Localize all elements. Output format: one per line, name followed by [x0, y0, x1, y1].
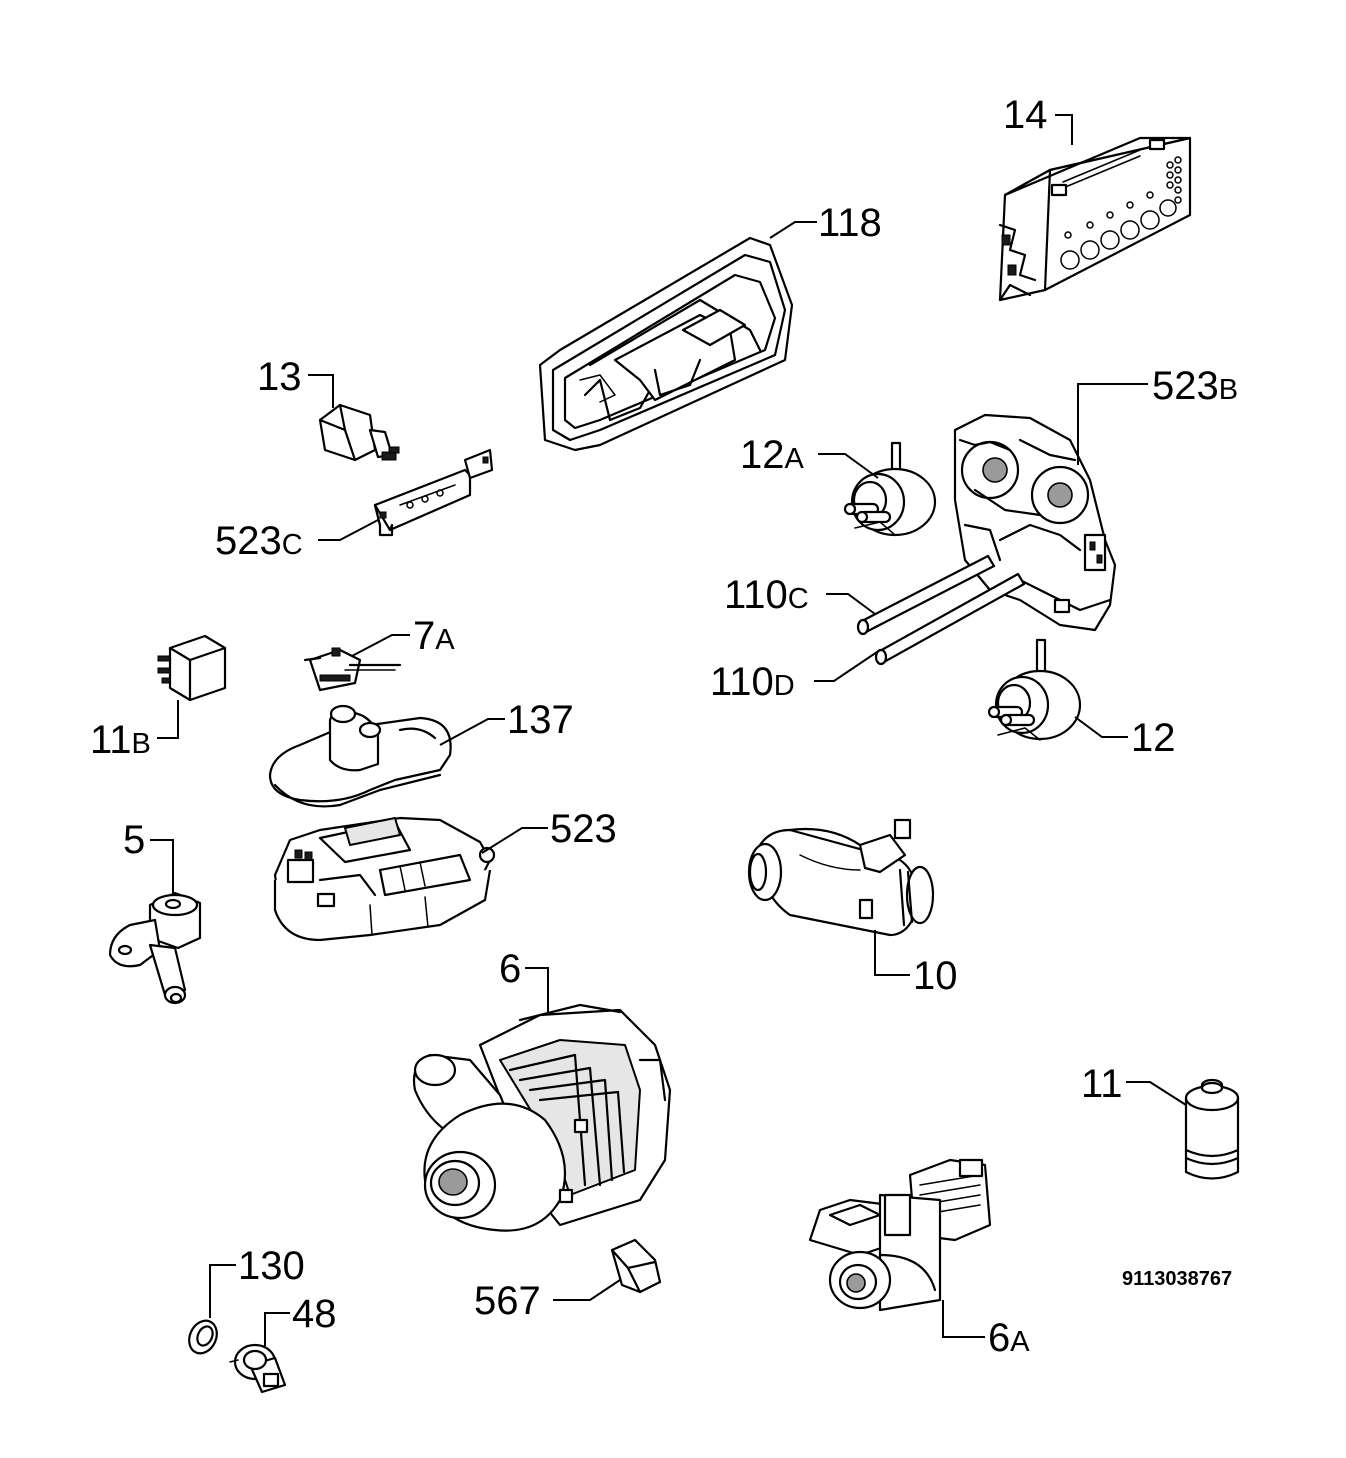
label-6: 6 — [499, 947, 522, 991]
part-110d-hose — [874, 572, 1026, 666]
label-12a: 12A — [740, 433, 804, 477]
diagram-code: 9113038767 — [1122, 1268, 1233, 1290]
leader-5 — [150, 839, 174, 893]
part-5-inlet-valve — [108, 891, 202, 1005]
leader-11b — [157, 700, 179, 739]
leader-7a — [351, 634, 410, 657]
label-110d: 110D — [710, 660, 795, 704]
part-10-heater — [747, 818, 935, 937]
label-11b: 11B — [90, 718, 151, 762]
leader-130 — [209, 1264, 236, 1318]
label-48: 48 — [292, 1292, 337, 1336]
label-13: 13 — [257, 355, 302, 399]
label-10: 10 — [913, 954, 958, 998]
label-137: 137 — [507, 698, 574, 742]
part-13-switch — [318, 403, 400, 462]
leader-523c — [318, 519, 379, 541]
leader-12 — [1074, 716, 1128, 738]
label-5: 5 — [123, 818, 146, 862]
label-567: 567 — [474, 1279, 541, 1323]
leader-567 — [553, 1279, 621, 1301]
part-12-pressure-switch — [987, 638, 1082, 741]
label-12: 12 — [1131, 716, 1176, 760]
label-6a: 6A — [988, 1316, 1030, 1360]
part-118-dispenser — [538, 236, 794, 452]
leader-12a — [818, 453, 879, 479]
leader-523 — [481, 827, 548, 854]
leader-lines — [150, 114, 1187, 1346]
part-523c-bracket — [373, 448, 494, 537]
label-7a: 7A — [413, 614, 455, 658]
part-567-clip — [610, 1238, 662, 1294]
leader-11 — [1126, 1081, 1187, 1106]
label-110c: 110C — [724, 573, 809, 617]
leader-137 — [439, 718, 505, 746]
label-118: 118 — [818, 201, 882, 245]
leader-523b — [1077, 383, 1148, 465]
part-110c-hose — [856, 554, 996, 636]
part-6a-drain-pump — [808, 1158, 992, 1312]
leader-14 — [1055, 114, 1073, 145]
leader-6 — [525, 967, 549, 1015]
label-11: 11 — [1081, 1062, 1123, 1106]
leader-48 — [264, 1312, 290, 1346]
label-523b: 523B — [1152, 364, 1239, 408]
leader-6a — [942, 1300, 985, 1338]
leader-110c — [826, 593, 876, 615]
part-137-cover — [268, 704, 452, 808]
part-7a-sensor — [303, 647, 402, 692]
label-523: 523 — [550, 807, 617, 851]
label-130: 130 — [238, 1244, 305, 1288]
leader-13 — [308, 374, 334, 408]
part-6-circulation-pump — [412, 1003, 672, 1232]
leader-118 — [769, 221, 817, 239]
part-12a-pressure-switch — [843, 441, 937, 537]
part-14-control-module — [998, 136, 1192, 302]
part-130-seal — [188, 1319, 218, 1355]
part-11-capacitor — [1184, 1078, 1240, 1180]
part-48-plug — [229, 1343, 287, 1394]
leader-10 — [874, 930, 910, 976]
part-523-support — [273, 816, 496, 942]
leader-110d — [814, 649, 881, 682]
part-11b-relay — [157, 634, 227, 702]
label-14: 14 — [1003, 93, 1048, 137]
label-523c: 523C — [215, 519, 303, 563]
part-523b-bracket — [953, 413, 1117, 632]
